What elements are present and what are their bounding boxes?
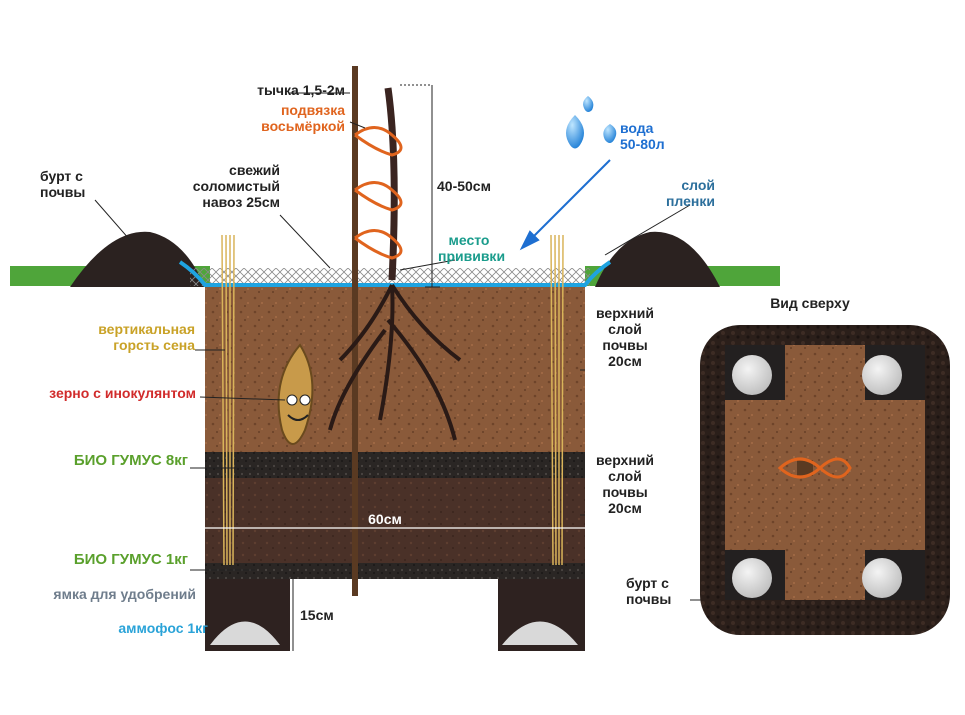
label-tie-line1: подвязка [280, 102, 345, 118]
label-top-view-title: Вид сверху [770, 295, 850, 311]
label-film-line1: слой [681, 177, 715, 193]
label-top-soil-1-line3: почвы [602, 337, 648, 353]
label-manure-line2: соломистый [192, 178, 280, 194]
label-soil-mound-line2: почвы [40, 184, 86, 200]
label-fertilizer-pit: ямка для удобрений [53, 586, 196, 602]
label-manure-line3: навоз 25см [202, 194, 280, 210]
top-view-stone-bottom-right [862, 558, 902, 598]
seedling-roots [328, 283, 462, 441]
top-view-stone-bottom-left [732, 558, 772, 598]
label-figure-eight-tie: подвязка восьмёркой [180, 102, 345, 134]
label-top-soil-2-line1: верхний [595, 452, 655, 468]
top-soil-layer-1 [205, 287, 585, 452]
label-height: 40-50см [437, 178, 491, 194]
label-top-soil-2-line3: почвы [602, 484, 648, 500]
top-view-figure-eight-tie [777, 457, 852, 479]
top-view-stake [797, 460, 813, 476]
label-soil-mound-line1: бурт с [40, 168, 83, 184]
water-arrow [519, 159, 611, 251]
top-view [700, 325, 950, 635]
top-soil-layer-2 [205, 478, 585, 563]
hay-bundle-left [221, 234, 235, 566]
leader-lines [94, 92, 720, 601]
inoculant-grain-mascot [277, 343, 314, 445]
figure-eight-ties [354, 126, 403, 260]
label-hay-line1: вертикальная [98, 321, 195, 337]
stake [352, 66, 358, 596]
label-graft-line2: прививки [438, 248, 506, 264]
label-top-soil-1-line2: слой [608, 321, 642, 337]
ammophos-pile-right [502, 621, 578, 645]
label-soil-mound: бурт с почвы [40, 168, 120, 200]
label-hay-line2: горсть сена [113, 337, 195, 353]
label-pit-width: 60см [368, 511, 402, 527]
label-tie-line2: восьмёркой [261, 118, 345, 134]
label-graft-line1: место [448, 232, 490, 248]
label-vertical-hay: вертикальная горсть сена [55, 321, 195, 353]
soil-mound-right [595, 231, 720, 287]
top-view-stone-top-left [732, 355, 772, 395]
label-film: слой пленки [640, 177, 715, 209]
label-water-line1: вода [620, 120, 654, 136]
label-bio-humus-8kg: БИО ГУМУС 8кг [73, 452, 188, 469]
label-inoculant-grain: зерно с инокулянтом [49, 385, 196, 401]
hay-bundle-right [550, 234, 564, 566]
height-dimension [400, 84, 440, 288]
label-fresh-manure: свежий соломистый навоз 25см [130, 162, 280, 210]
seedling-stem [384, 87, 398, 281]
soil-mound-left [70, 231, 205, 287]
top-view-stone-top-right [862, 355, 902, 395]
label-pit-depth: 15см [300, 607, 334, 623]
bio-humus-1kg-layer [205, 563, 585, 579]
label-manure-line1: свежий [229, 162, 280, 178]
label-film-line2: пленки [665, 193, 715, 209]
label-stake: тычка 1,5-2м [257, 82, 345, 98]
label-top-view-soil-mound: бурт с почвы [626, 575, 696, 607]
water-drops-icon [566, 96, 617, 149]
label-top-soil-2-line4: 20см [608, 500, 642, 516]
label-water-line2: 50-80л [620, 136, 665, 152]
label-water: вода 50-80л [620, 120, 700, 152]
label-bio-humus-1kg: БИО ГУМУС 1кг [73, 551, 188, 568]
film-layer [178, 260, 612, 287]
label-top-soil-2-line2: слой [608, 468, 642, 484]
label-top-soil-layer-1: верхний слой почвы 20см [585, 305, 665, 369]
ammophos-pile-left [210, 621, 280, 645]
label-top-soil-layer-2: верхний слой почвы 20см [585, 452, 665, 516]
label-ammophos: аммофос 1кг [118, 620, 208, 636]
label-top-soil-1-line1: верхний [595, 305, 655, 321]
label-top-view-mound-line2: почвы [626, 591, 672, 607]
label-top-soil-1-line4: 20см [608, 353, 642, 369]
label-graft-site: место прививки [438, 232, 506, 264]
label-top-view-mound-line1: бурт с [626, 575, 669, 591]
bio-humus-8kg-layer [205, 452, 585, 478]
